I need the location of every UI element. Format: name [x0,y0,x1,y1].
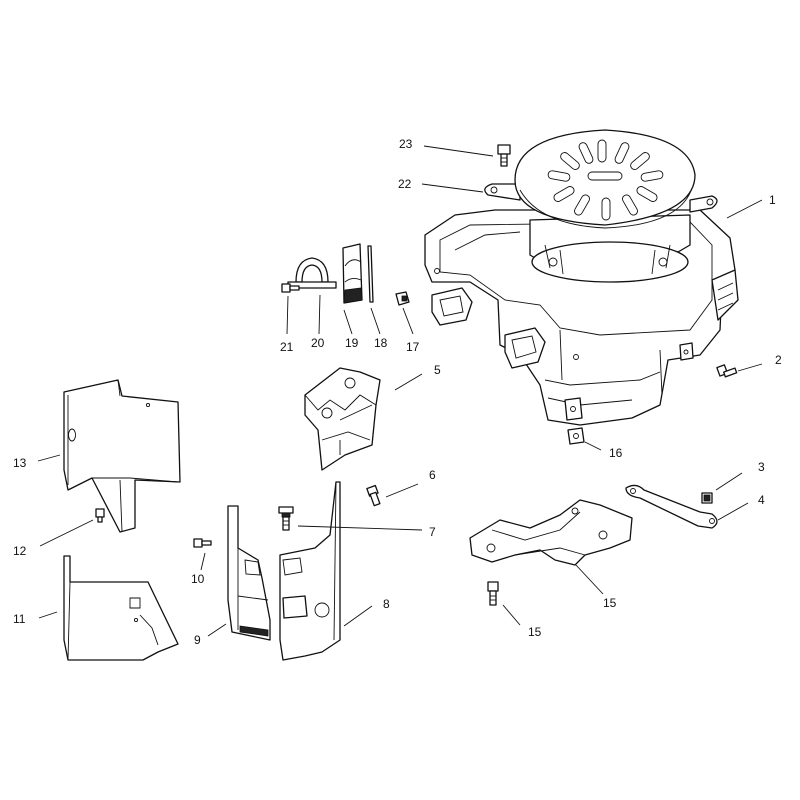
screw-12 [95,508,105,523]
callout-2: 2 [775,353,782,367]
recoil-starter-cover [484,129,718,283]
callout-labels: 23 22 1 2 3 4 5 6 7 8 9 10 11 12 13 15 1… [13,137,782,647]
starter-vent-slots [547,139,664,221]
bolt-6 [366,484,381,507]
side-shield-8 [279,481,341,661]
callout-17: 17 [406,340,420,354]
flywheel-fins [544,244,671,275]
callout-19: 19 [345,336,359,350]
ground-strap-4 [625,484,718,529]
callout-10: 10 [191,572,205,586]
screw-10 [193,538,212,548]
callout-18: 18 [374,336,388,350]
leader-lines [37,145,763,637]
callout-7: 7 [429,525,436,539]
callout-20: 20 [311,336,325,350]
callout-15-bracket: 15 [603,596,617,610]
bolt-7 [278,506,294,531]
crossover-bracket-15 [469,499,633,566]
screw-21 [281,283,300,293]
screw-2 [716,364,738,378]
nut-3 [701,492,713,504]
bolt-23 [497,144,511,167]
callout-1: 1 [769,193,776,207]
lower-shroud-11 [63,555,179,661]
plug-17 [395,291,410,306]
nut-16 [567,427,585,445]
callout-9: 9 [194,633,201,647]
shroud-bracket-5 [304,367,381,471]
callout-21: 21 [280,340,294,354]
bolt-15 [487,581,499,606]
block-19 [342,243,363,304]
callout-13: 13 [13,456,27,470]
callout-15-bolt: 15 [528,625,542,639]
upper-shroud-13 [63,379,181,533]
callout-6: 6 [429,468,436,482]
callout-22: 22 [398,177,412,191]
callout-11: 11 [13,612,26,626]
clamp-20 [287,257,337,289]
callout-3: 3 [758,460,765,474]
side-panel-9 [227,505,271,641]
rod-18 [367,245,374,303]
callout-16: 16 [609,446,623,460]
callout-23: 23 [399,137,413,151]
callout-8: 8 [383,597,390,611]
callout-4: 4 [758,493,765,507]
callout-12: 12 [13,544,27,558]
callout-5: 5 [434,363,441,377]
